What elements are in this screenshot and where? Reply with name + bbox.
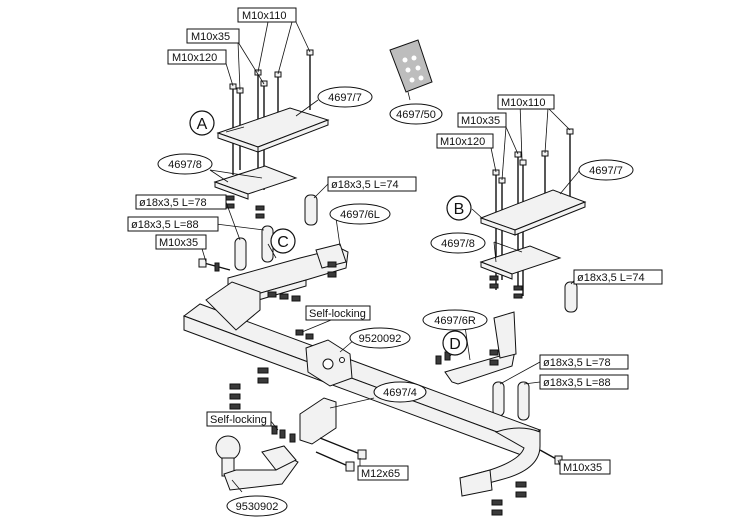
left-pipe-l78	[234, 237, 247, 271]
right-mounting-assembly	[435, 128, 587, 421]
tow-ball-9530902	[215, 425, 367, 491]
label-m10x120-left: M10x120	[172, 52, 217, 64]
label-4697-6r: 4697/6R	[434, 315, 476, 327]
part-4697-50-plate	[389, 39, 433, 93]
label-self-locking-bottom: Self-locking	[210, 414, 267, 426]
label-m10x120-right: M10x120	[440, 136, 485, 148]
label-m10x110-left: M10x110	[242, 10, 286, 22]
callout-a: A	[197, 116, 208, 133]
right-pipe-l74	[564, 281, 578, 313]
left-pipe-l74	[304, 194, 318, 226]
label-ellipses: 4697/7 4697/50 4697/8 4697/6L 4697/7 469…	[157, 86, 634, 517]
label-m10x110-right: M10x110	[501, 97, 545, 109]
label-m10x35-left: M10x35	[191, 31, 230, 43]
label-4697-4: 4697/4	[383, 387, 417, 399]
label-boxes: M10x110 M10x35 M10x120 ø18x3,5 L=74 ø18x…	[127, 7, 663, 481]
callout-d: D	[449, 336, 461, 353]
label-4697-7-right: 4697/7	[589, 165, 623, 177]
label-pipe-l88-left: ø18x3,5 L=88	[131, 219, 199, 231]
right-pipe-l88	[517, 381, 530, 421]
label-pipe-l74-right: ø18x3,5 L=74	[577, 272, 645, 284]
label-pipe-l74-left: ø18x3,5 L=74	[331, 179, 399, 191]
label-4697-8-right: 4697/8	[441, 238, 475, 250]
callout-b: B	[454, 201, 465, 218]
label-9520092: 9520092	[359, 333, 402, 345]
label-9530902: 9530902	[236, 501, 279, 513]
label-m10x35-side-left: M10x35	[159, 237, 198, 249]
ball-mount-plate	[299, 397, 337, 445]
label-pipe-l88-right: ø18x3,5 L=88	[543, 377, 611, 389]
label-m10x35-side-right: M10x35	[563, 462, 602, 474]
label-self-locking-top: Self-locking	[309, 308, 366, 320]
callout-c: C	[277, 234, 289, 251]
label-4697-6l: 4697/6L	[340, 209, 380, 221]
left-mounting-assembly	[198, 49, 349, 307]
right-pipe-l78	[492, 381, 505, 417]
label-pipe-l78-left: ø18x3,5 L=78	[139, 197, 207, 209]
main-crossbar	[182, 281, 563, 516]
label-m10x35-right: M10x35	[461, 115, 500, 127]
label-pipe-l78-right: ø18x3,5 L=78	[543, 357, 611, 369]
label-4697-8-left: 4697/8	[168, 159, 202, 171]
label-m12x65: M12x65	[361, 468, 400, 480]
label-4697-7-left: 4697/7	[328, 92, 362, 104]
label-4697-50: 4697/50	[396, 109, 436, 121]
callout-circles: A B C D	[189, 110, 472, 356]
